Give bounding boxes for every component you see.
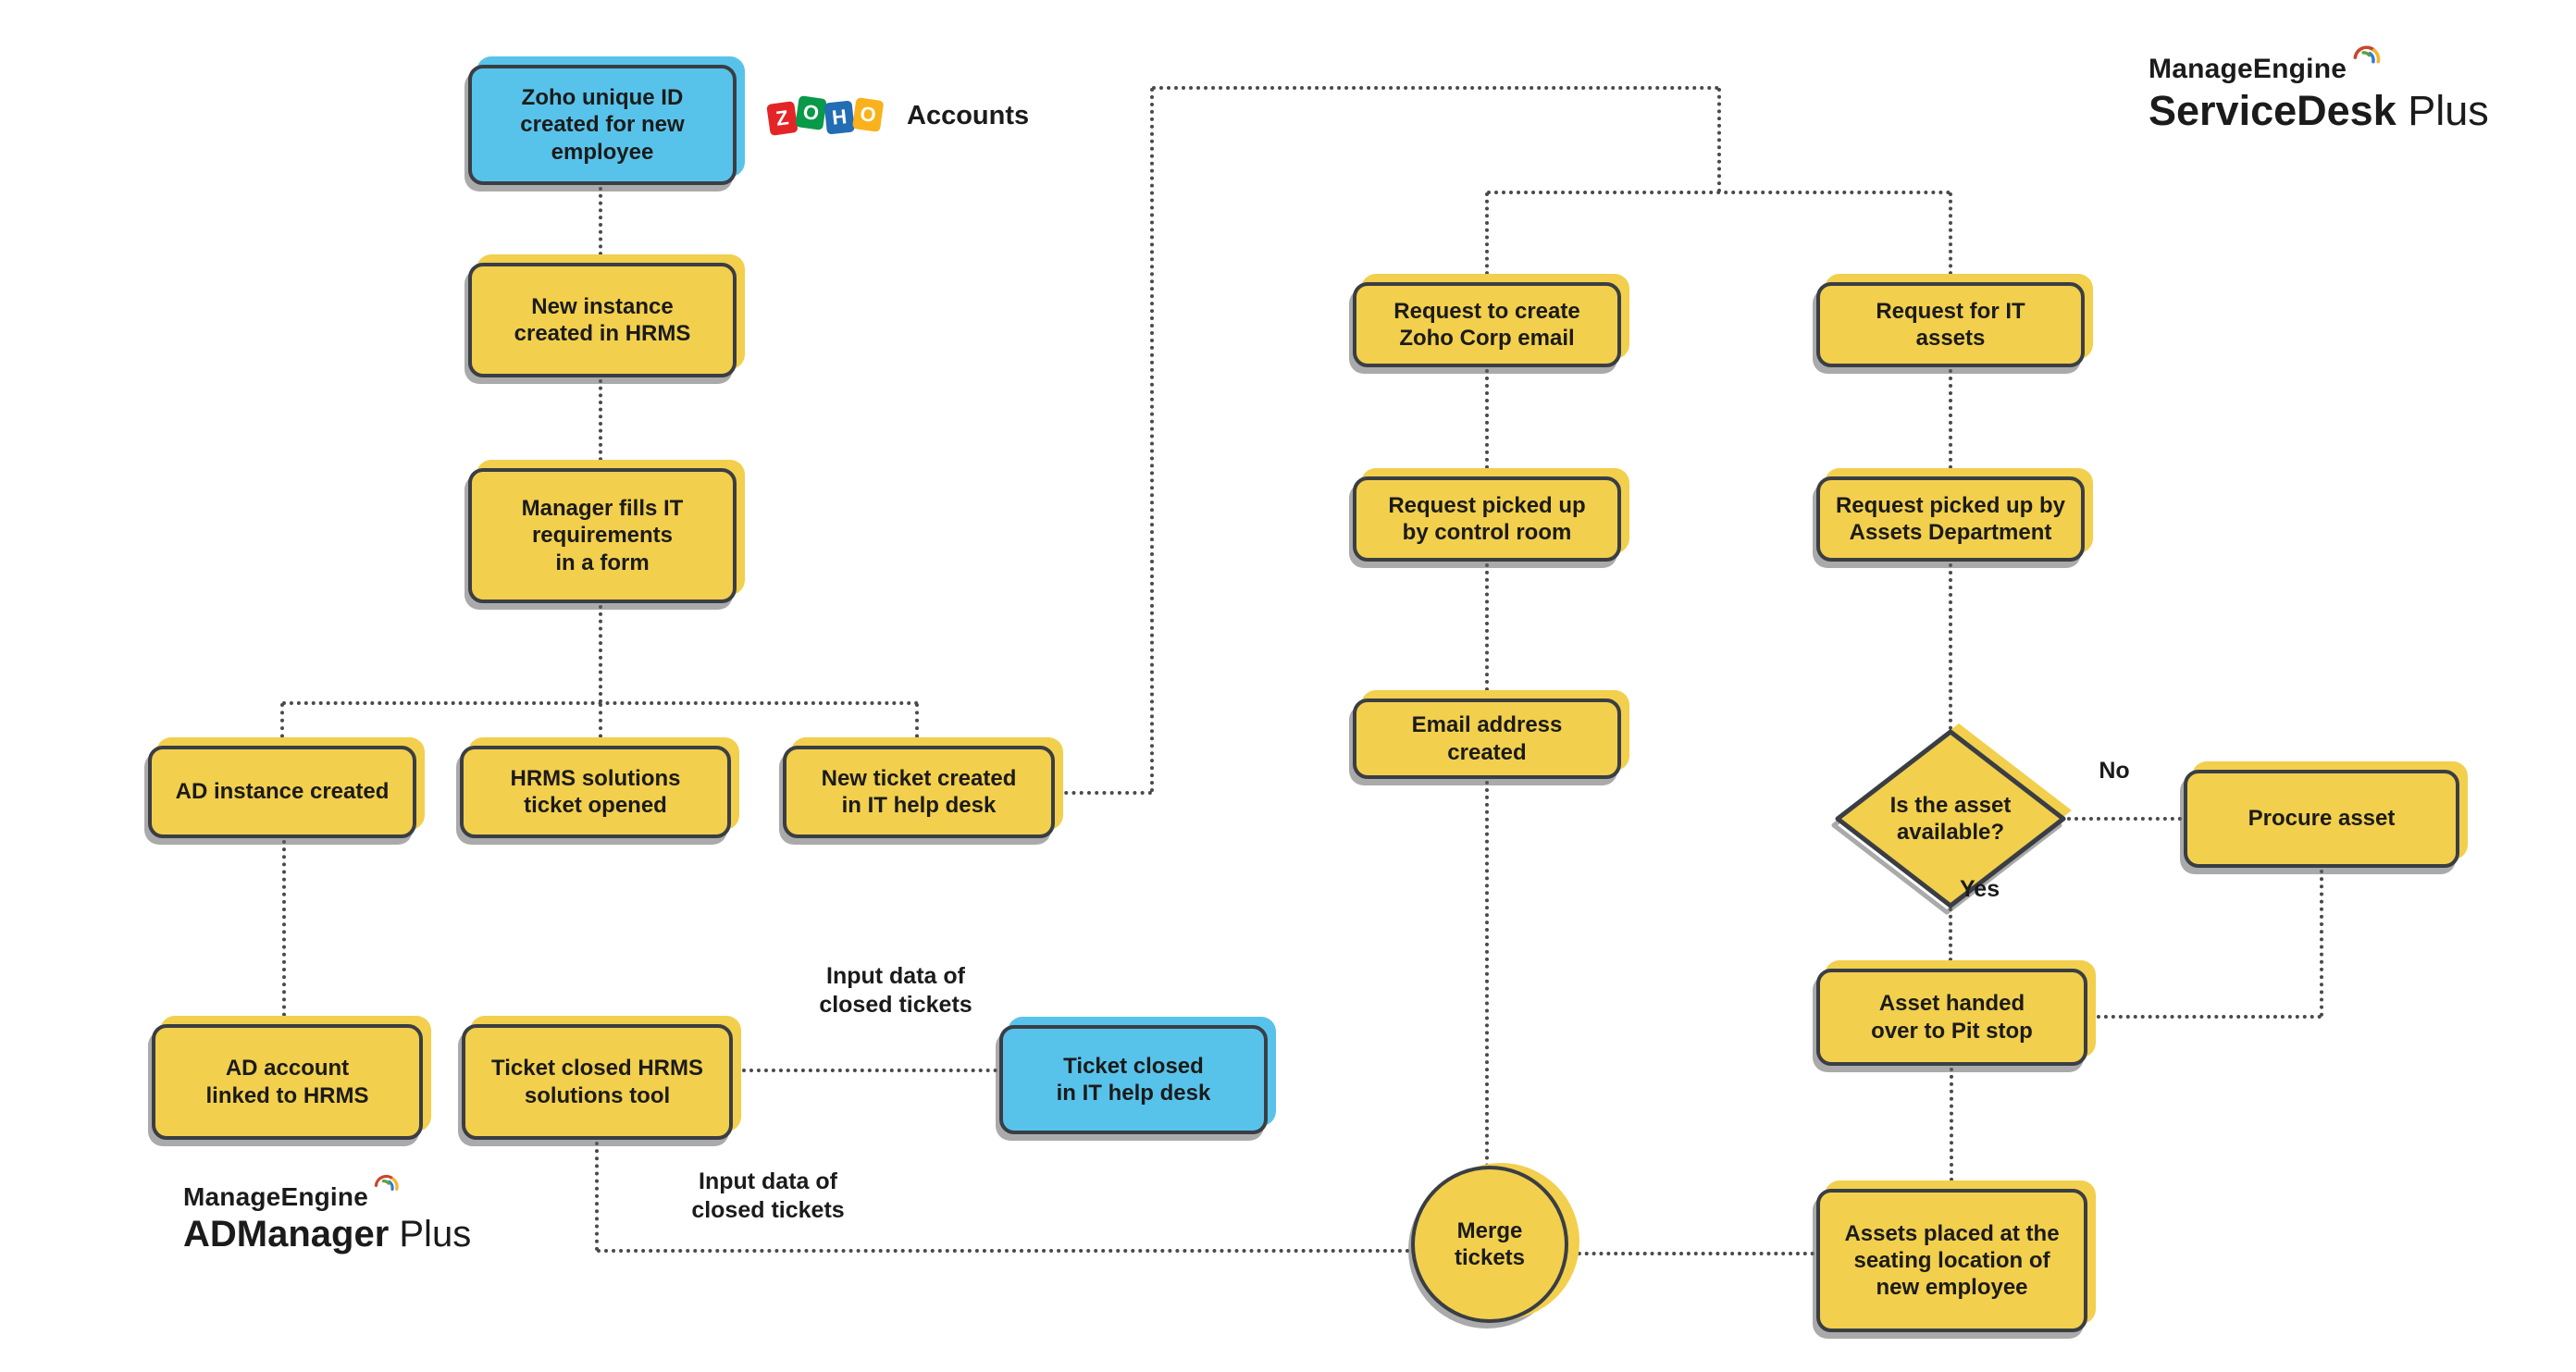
connector (1949, 192, 1952, 282)
connector (915, 703, 919, 746)
zoho-accounts-label: Accounts (907, 100, 1030, 130)
manageengine-brand-label: ManageEngine (2149, 54, 2347, 84)
node-ad-account-linked: AD account linked to HRMS (152, 1024, 423, 1140)
edge-label-input-data-top: Input data of closed tickets (819, 963, 972, 1019)
node-new-instance-hrms: New instance created in HRMS (468, 263, 737, 377)
connector (1949, 908, 1952, 969)
servicedesk-plus-label: Plus (2396, 87, 2489, 134)
node-email-address-created: Email address created (1353, 698, 1621, 779)
admanager-plus-logo: ManageEngine ADManager Plus (183, 1174, 472, 1255)
edge-label-yes: Yes (1960, 876, 2000, 902)
connector (1485, 563, 1489, 698)
node-request-picked-assets-dept: Request picked up by Assets Department (1816, 476, 2085, 562)
edge-label-input-data-bottom: Input data of closed tickets (691, 1168, 845, 1224)
connector (1485, 369, 1489, 476)
zoho-tile-z-icon: Z (766, 101, 799, 136)
node-request-create-email: Request to create Zoho Corp email (1353, 282, 1621, 367)
manageengine-swoosh-icon (2353, 45, 2381, 64)
node-request-picked-control-room: Request picked up by control room (1353, 476, 1621, 562)
connector (599, 187, 602, 263)
connector (1949, 369, 1952, 476)
node-assets-placed-seating: Assets placed at the seating location of… (1816, 1189, 2087, 1332)
connector (1057, 791, 1152, 795)
connector (2067, 817, 2182, 821)
node-manager-fills-form: Manager fills IT requirements in a form (468, 468, 737, 603)
zoho-tile-h-icon: H (824, 100, 855, 135)
node-merge-tickets: Merge tickets (1411, 1166, 1568, 1323)
connector (595, 1142, 599, 1251)
connector (599, 379, 602, 468)
connector (1949, 563, 1952, 730)
connector (2320, 870, 2323, 1017)
connector (599, 605, 602, 703)
connector (597, 1249, 1410, 1253)
connector (1485, 192, 1489, 282)
node-procure-asset: Procure asset (2184, 770, 2459, 868)
connector (280, 703, 284, 746)
connector (282, 840, 286, 1024)
admanager-plus-label: Plus (389, 1214, 472, 1255)
node-new-ticket-it-help-desk: New ticket created in IT help desk (783, 746, 1055, 838)
manageengine-brand-label: ManageEngine (183, 1182, 368, 1211)
connector (1152, 86, 1719, 90)
admanager-product-label: ADManager (183, 1214, 390, 1255)
node-ticket-closed-hrms: Ticket closed HRMS solutions tool (462, 1024, 733, 1140)
decision-diamond-shape (1831, 723, 2072, 915)
connector (1487, 191, 1951, 194)
servicedesk-plus-logo: ManageEngine ServiceDesk Plus (2149, 45, 2489, 135)
connector (599, 703, 602, 746)
connector (1485, 781, 1489, 1168)
node-zoho-unique-id: Zoho unique ID created for new employee (468, 65, 737, 185)
connector (1950, 1068, 1953, 1189)
zoho-accounts-logo: Z O H O Accounts (766, 95, 1030, 136)
connector (1717, 88, 1721, 192)
node-ticket-closed-it-help-desk: Ticket closed in IT help desk (999, 1025, 1268, 1134)
zoho-tile-o1-icon: O (795, 95, 827, 130)
node-is-asset-available: Is the asset available? (1830, 723, 2072, 915)
zoho-tile-o2-icon: O (851, 97, 885, 132)
connector (1570, 1252, 1814, 1255)
node-request-it-assets: Request for IT assets (1816, 282, 2085, 367)
decision-label: Is the asset available? (1889, 792, 2012, 845)
zoho-logo-icon: Z O H O (766, 95, 885, 136)
manageengine-swoosh-icon (374, 1174, 399, 1191)
connector (735, 1069, 997, 1072)
servicedesk-product-label: ServiceDesk (2149, 87, 2396, 134)
node-hrms-solutions-ticket: HRMS solutions ticket opened (460, 746, 731, 838)
node-ad-instance-created: AD instance created (148, 746, 416, 838)
node-asset-handed-pit-stop: Asset handed over to Pit stop (1816, 969, 2087, 1066)
edge-label-no: No (2099, 758, 2130, 784)
connector (2089, 1015, 2322, 1019)
connector (1150, 88, 1154, 793)
